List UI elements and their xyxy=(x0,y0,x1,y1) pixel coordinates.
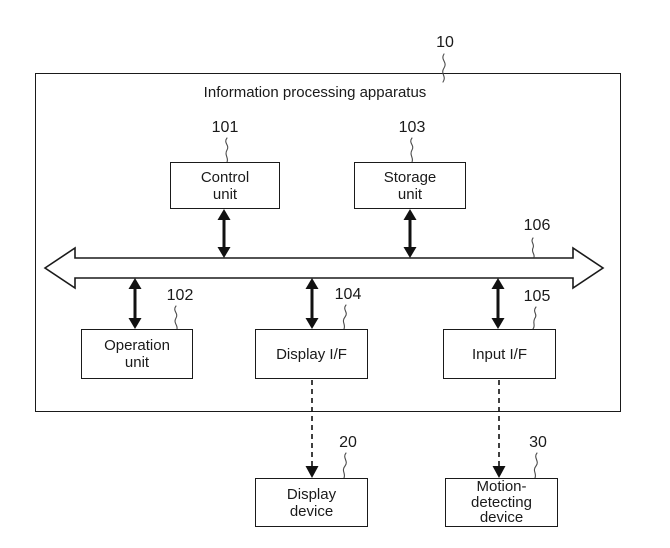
reference-lead-lines xyxy=(174,53,538,479)
ref-label-20: 20 xyxy=(339,434,357,451)
ref-label-105: 105 xyxy=(523,288,551,305)
storage-unit-label-line: unit xyxy=(397,185,423,203)
storage-unit-box: Storage unit xyxy=(354,162,466,209)
bus-arrow xyxy=(43,246,605,290)
lead-20 xyxy=(342,452,347,479)
ref-label-30: 30 xyxy=(529,434,547,451)
apparatus-outline-box xyxy=(35,73,621,412)
ref-label-101: 101 xyxy=(211,119,239,136)
ref-label-104: 104 xyxy=(334,286,362,303)
control-unit-box: Control unit xyxy=(170,162,280,209)
motion-device-label-line: detecting xyxy=(471,493,532,511)
lead-30 xyxy=(533,452,538,479)
lead-10 xyxy=(442,53,446,83)
input-if-label: Input I/F xyxy=(471,345,528,363)
control-unit-label-line: Control xyxy=(200,168,250,186)
ref-label-103: 103 xyxy=(398,119,426,136)
motion-detecting-device-box: Motion- detecting device xyxy=(445,478,558,527)
apparatus-title: Information processing apparatus xyxy=(203,84,427,101)
display-if-label: Display I/F xyxy=(276,345,347,363)
control-bus-arrow xyxy=(217,209,231,258)
display-device-box: Display device xyxy=(255,478,368,527)
storage-bus-arrow xyxy=(403,209,417,258)
operation-unit-box: Operation unit xyxy=(81,329,193,379)
display-device-label-line: device xyxy=(289,502,334,520)
display-device-label-line: Display xyxy=(286,485,337,503)
ref-label-102: 102 xyxy=(166,287,194,304)
bus-input-if-arrow xyxy=(491,278,505,329)
storage-unit-label-line: Storage xyxy=(383,168,437,186)
operation-unit-label-line: unit xyxy=(124,354,150,371)
lead-105 xyxy=(532,306,537,330)
bus-display-if-arrow xyxy=(305,278,319,329)
bus-operation-arrow xyxy=(128,278,142,329)
display-if-device-dashed-arrow xyxy=(305,380,319,478)
lead-103 xyxy=(410,137,414,163)
lead-102 xyxy=(174,305,178,330)
input-if-device-dashed-arrow xyxy=(492,380,506,478)
lead-101 xyxy=(225,137,229,163)
lead-104 xyxy=(342,304,347,330)
ref-label-106: 106 xyxy=(523,217,551,234)
display-if-box: Display I/F xyxy=(255,329,368,379)
motion-device-label-line: Motion- xyxy=(476,478,527,496)
control-unit-label-line: unit xyxy=(212,185,238,203)
input-if-box: Input I/F xyxy=(443,329,556,379)
ref-label-10: 10 xyxy=(436,34,454,51)
lead-106 xyxy=(531,237,535,258)
operation-unit-label-line: Operation xyxy=(104,337,170,354)
motion-device-label-line: device xyxy=(479,509,524,527)
